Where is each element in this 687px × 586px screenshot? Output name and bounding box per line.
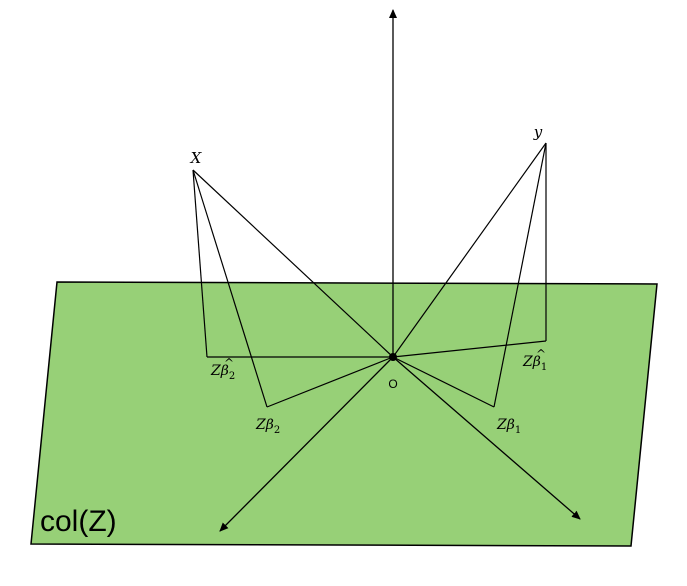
vector-y-line: [392, 142, 547, 358]
z-beta-hat-2-symbol: β: [220, 363, 229, 379]
z-beta-1-symbol: β: [506, 417, 515, 433]
x-vector-construction: [192, 169, 394, 408]
vector-y-label: y: [533, 123, 543, 141]
z-beta-hat-1-symbol: β: [532, 354, 541, 370]
z-beta-2-base: Z: [255, 417, 266, 433]
z-beta-1-sub: 1: [515, 425, 521, 436]
z-beta-hat-1-base: Z: [522, 354, 533, 370]
y-to-z-beta-1-line: [493, 142, 547, 408]
z-beta-hat-1-to-origin-line: [392, 340, 547, 358]
z-beta-hat-2-sub: 2: [229, 371, 235, 382]
z-beta-hat-2-hat: ^: [224, 356, 234, 370]
z-beta-2-label: Zβ2: [255, 417, 280, 436]
z-beta-hat-1-label: Zβ1: [522, 354, 547, 373]
plane-label: col(Z): [40, 505, 117, 538]
plane-axis-left-arrow: [219, 356, 394, 532]
plane-axis-right-arrow: [392, 356, 581, 520]
x-to-z-beta-2-line: [192, 169, 268, 408]
z-beta-hat-2-base: Z: [210, 363, 221, 379]
z-beta-2-symbol: β: [265, 417, 274, 433]
y-vector-construction: [392, 142, 547, 408]
z-beta-1-to-origin-line: [392, 356, 495, 408]
vector-x-label: X: [190, 149, 203, 167]
column-space-plane: [30, 281, 658, 547]
z-beta-2-to-origin-line: [266, 356, 394, 408]
z-beta-1-label: Zβ1: [496, 417, 521, 436]
x-to-z-beta-hat-2-line: [192, 169, 208, 358]
z-beta-hat-2-label: Zβ2: [210, 363, 235, 382]
z-beta-hat-1-sub: 1: [541, 362, 547, 373]
origin-label: O: [388, 377, 397, 391]
z-beta-2-sub: 2: [274, 425, 280, 436]
z-beta-hat-1-hat: ^: [536, 347, 546, 361]
origin-point: [389, 353, 397, 361]
vector-x-line: [192, 169, 394, 358]
z-beta-1-base: Z: [496, 417, 507, 433]
